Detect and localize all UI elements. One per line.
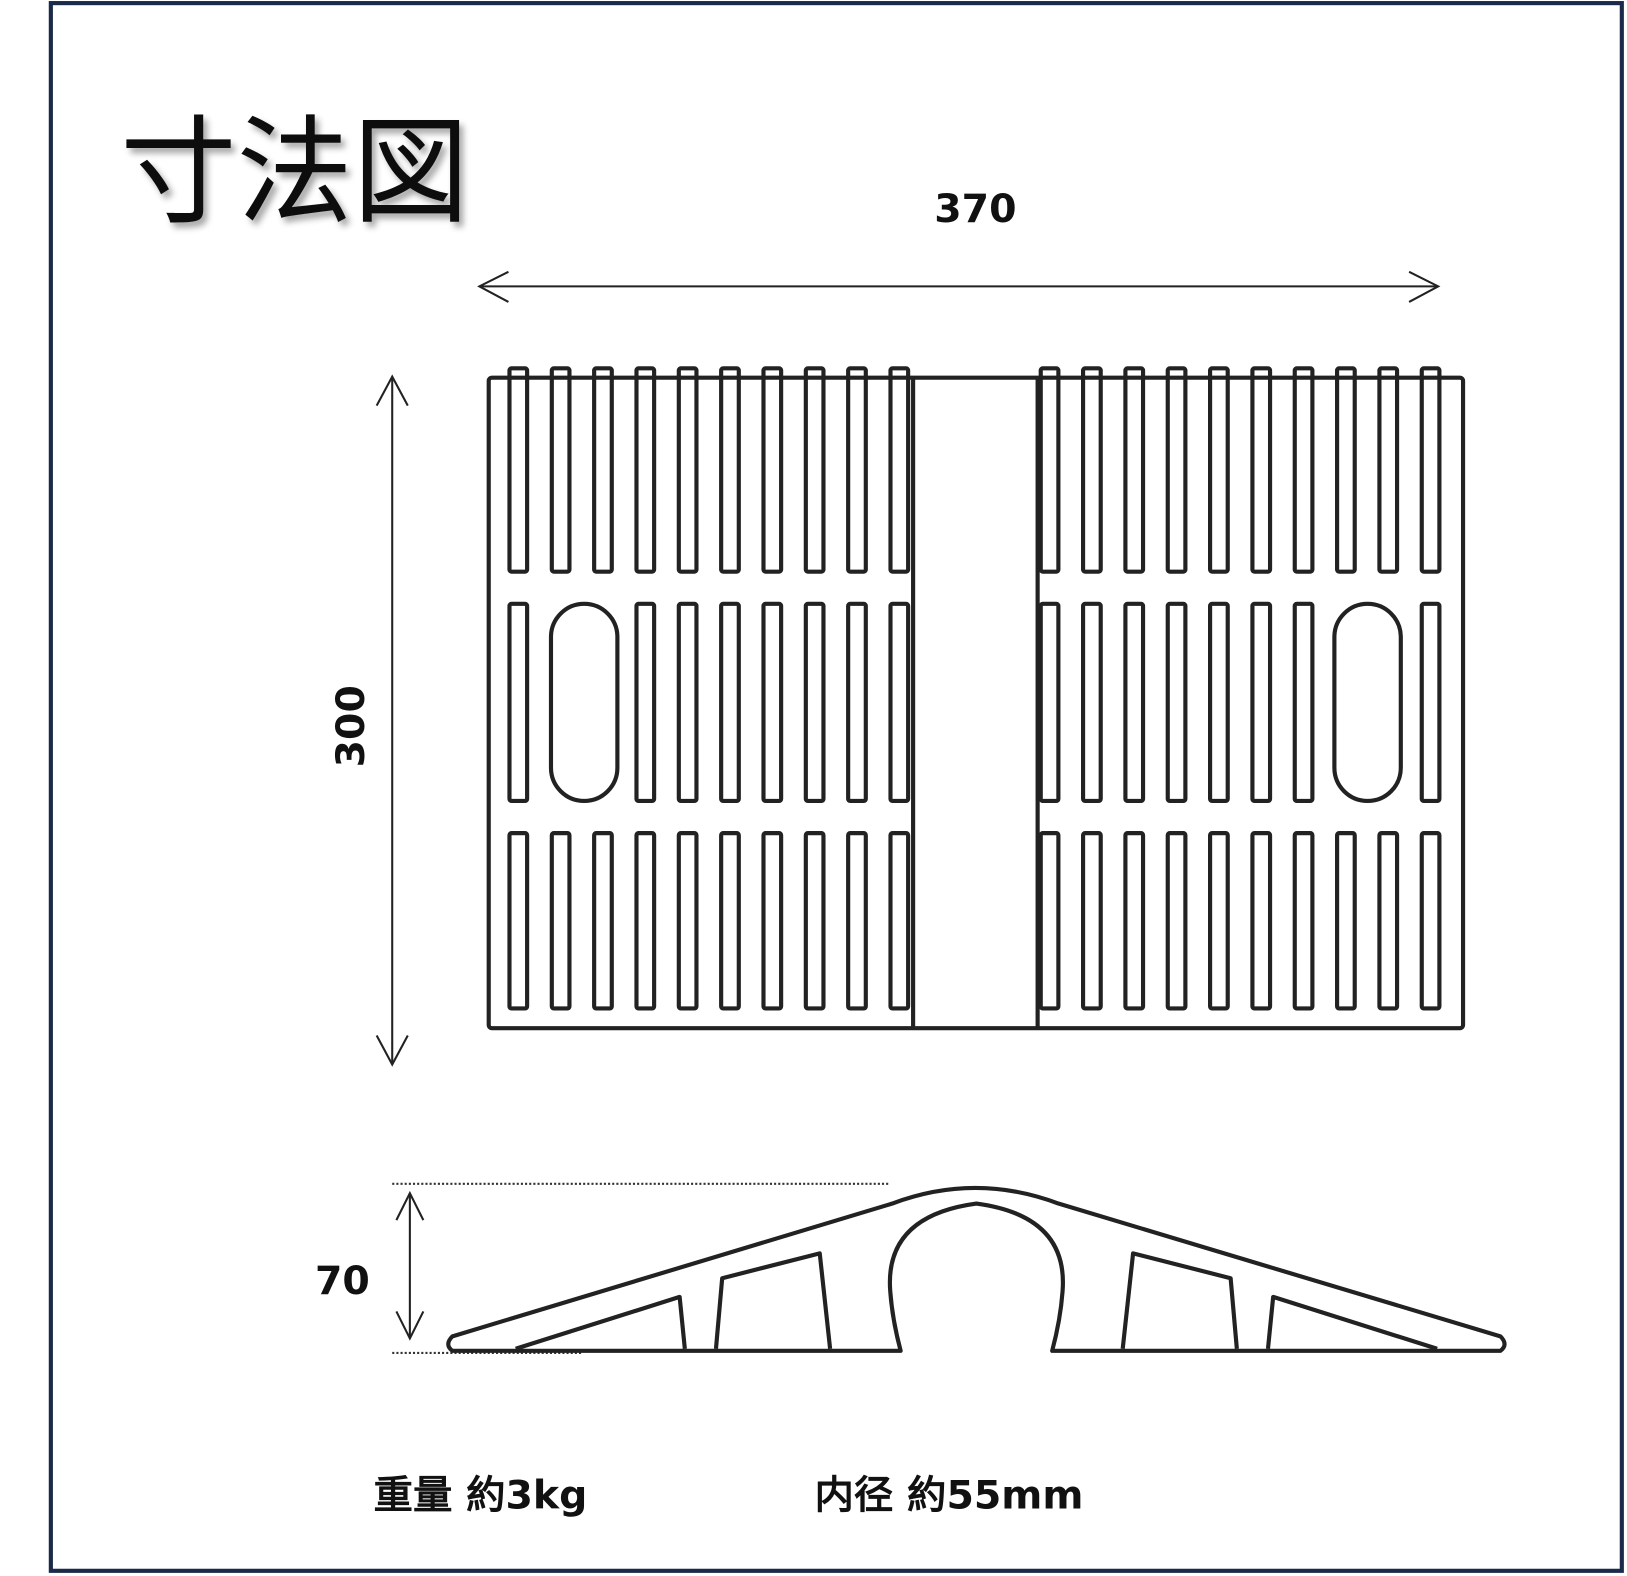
slot: [761, 831, 784, 1011]
slot: [846, 601, 868, 804]
depth-arrow: [375, 374, 409, 1067]
slot: [1081, 366, 1103, 574]
height-label: 70: [315, 1258, 370, 1304]
height-guides: [392, 1182, 891, 1354]
slot: [1038, 601, 1061, 804]
slot: [1377, 366, 1400, 574]
slot: [1292, 601, 1315, 804]
side-view: [446, 1185, 1507, 1353]
slot: [803, 366, 826, 574]
oval-slot: [548, 601, 620, 804]
slot: [1165, 601, 1188, 804]
slot: [1208, 366, 1230, 574]
slot: [1038, 366, 1061, 574]
slot: [1419, 601, 1442, 804]
slot: [676, 601, 699, 804]
inner-diameter-spec: 内径 約55mm: [815, 1473, 1084, 1519]
slot: [1419, 831, 1442, 1011]
slot: [1208, 601, 1230, 804]
slot: [592, 366, 614, 574]
depth-label: 300: [328, 685, 374, 767]
slot: [507, 366, 530, 574]
slot: [1292, 366, 1315, 574]
slot: [549, 831, 572, 1011]
slot: [719, 601, 741, 804]
slot: [1208, 831, 1230, 1011]
slot: [676, 831, 699, 1011]
slot: [761, 366, 784, 574]
slot: [803, 831, 826, 1011]
width-label: 370: [934, 186, 1016, 232]
width-arrow: [477, 270, 1441, 303]
slot: [1123, 366, 1146, 574]
slot: [634, 831, 657, 1011]
slot: [888, 831, 911, 1011]
slot: [1335, 831, 1357, 1011]
slot: [1250, 831, 1273, 1011]
slot: [507, 831, 530, 1011]
slot: [1250, 601, 1273, 804]
frame-border: [48, 1, 1624, 1573]
slot: [634, 601, 657, 804]
slot: [507, 601, 530, 804]
slot: [1038, 831, 1061, 1011]
slot: [1123, 831, 1146, 1011]
slot: [719, 366, 741, 574]
slot: [1165, 366, 1188, 574]
slot: [761, 601, 784, 804]
slot: [549, 366, 572, 574]
slot: [676, 366, 699, 574]
oval-slot: [1332, 601, 1403, 804]
weight-spec: 重量 約3kg: [374, 1473, 588, 1519]
slot: [1250, 366, 1273, 574]
slot: [803, 601, 826, 804]
slot: [1123, 601, 1146, 804]
slot: [1419, 366, 1442, 574]
slot: [634, 366, 657, 574]
slot: [719, 831, 741, 1011]
slot: [888, 601, 911, 804]
slot: [1165, 831, 1188, 1011]
slot: [846, 831, 868, 1011]
slot: [1081, 601, 1103, 804]
slot: [1292, 831, 1315, 1011]
slot: [592, 831, 614, 1011]
slot: [1335, 366, 1357, 574]
slot: [888, 366, 911, 574]
slot: [1081, 831, 1103, 1011]
plan-view: [486, 366, 1466, 1031]
slot: [1377, 831, 1400, 1011]
slot: [846, 366, 868, 574]
page-title: 寸法図: [120, 106, 469, 241]
